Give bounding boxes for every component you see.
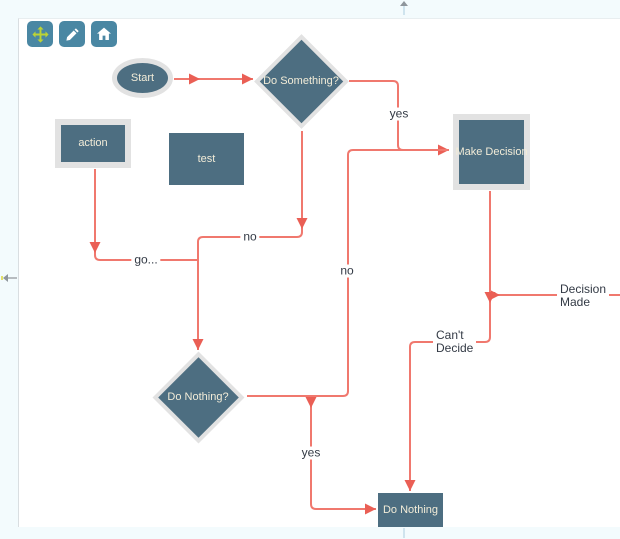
node-body: Start: [117, 63, 168, 93]
node-body: test: [169, 133, 244, 185]
edge-label: yes: [298, 446, 324, 460]
edge-label: yes: [386, 107, 412, 121]
toolbar: [27, 21, 117, 47]
node-label: test: [197, 152, 216, 165]
scroll-up-indicator[interactable]: [399, 1, 409, 17]
node-do-something[interactable]: Do Something?: [253, 33, 349, 129]
edge-label: Decision Made: [557, 283, 610, 309]
node-label: Do Something?: [263, 75, 339, 87]
pan-tool-button[interactable]: [27, 21, 53, 47]
edge-label: no: [240, 230, 260, 244]
node-label: Make Decision: [455, 145, 528, 158]
node-body: action: [61, 125, 125, 162]
node-test[interactable]: test: [169, 133, 244, 185]
node-action[interactable]: action: [55, 119, 131, 168]
edit-tool-button[interactable]: [59, 21, 85, 47]
edge-label: Can't Decide: [433, 329, 477, 355]
pencil-icon: [65, 27, 80, 42]
edge-label: no: [337, 264, 357, 278]
home-tool-button[interactable]: [91, 21, 117, 47]
node-label: action: [78, 137, 108, 150]
scroll-down-indicator[interactable]: [403, 528, 405, 538]
node-body: Make Decision: [455, 120, 528, 184]
node-label: Do Nothing: [382, 503, 439, 516]
home-icon: [96, 26, 112, 42]
move-icon: [31, 25, 49, 43]
node-label: Do Nothing?: [167, 391, 229, 403]
left-arrow-icon: [1, 274, 17, 282]
node-start[interactable]: Start: [112, 58, 173, 98]
node-body: Do Nothing: [378, 493, 443, 527]
node-label: Start: [130, 71, 155, 84]
node-do-nothing[interactable]: Do Nothing: [378, 493, 443, 527]
node-make-decision[interactable]: Make Decision: [453, 114, 530, 190]
up-arrow-icon: [399, 1, 409, 15]
scroll-left-indicator[interactable]: [1, 273, 18, 283]
edge-label: go...: [131, 253, 161, 267]
node-do-nothing-q[interactable]: Do Nothing?: [152, 351, 244, 443]
